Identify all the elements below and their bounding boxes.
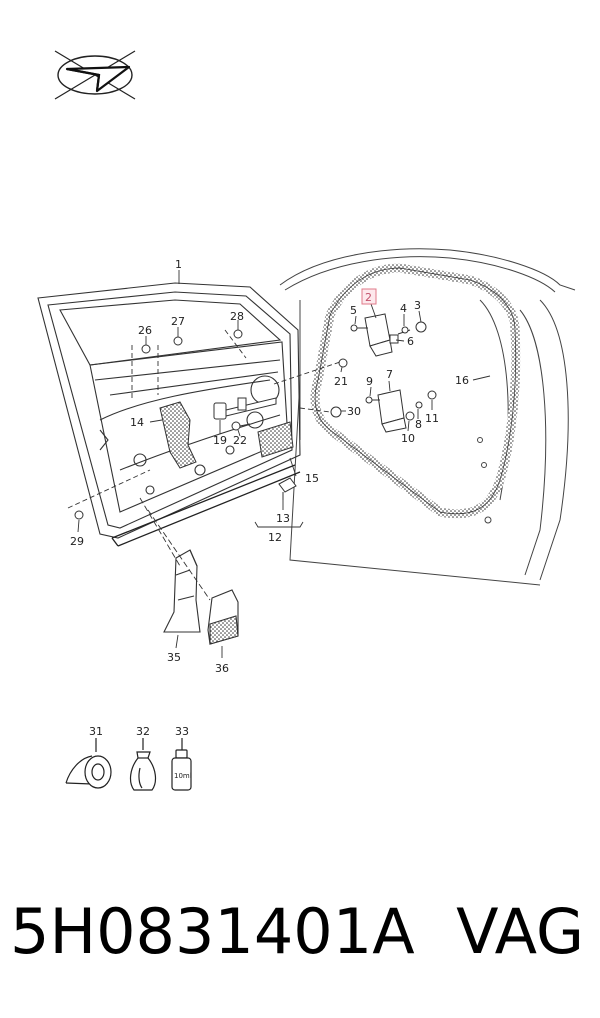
callout-13: 13 — [276, 512, 290, 525]
callout-30: 30 — [347, 405, 361, 418]
insulation-pad — [159, 401, 197, 469]
callout-15: 15 — [305, 472, 319, 485]
glue-bag — [129, 738, 157, 791]
callout-16: 16 — [455, 374, 469, 387]
upper-hinge — [350, 313, 427, 357]
callout-28: 28 — [230, 310, 244, 323]
callout-36: 36 — [215, 662, 229, 675]
brand-name: VAG — [456, 895, 584, 968]
callout-4: 4 — [400, 302, 407, 315]
callout-9: 9 — [366, 375, 373, 388]
trim-strip — [111, 464, 301, 547]
callout-26: 26 — [138, 324, 152, 337]
callout-35: 35 — [167, 651, 181, 664]
callout-11: 11 — [425, 412, 439, 425]
callout-21: 21 — [334, 375, 348, 388]
callout-22: 22 — [233, 434, 247, 447]
callout-3: 3 — [414, 299, 421, 312]
callout-14: 14 — [130, 416, 144, 429]
callout-19: 19 — [213, 434, 227, 447]
solvent-bottle: 10ml — [171, 738, 192, 791]
wedge-blocks — [163, 549, 239, 645]
crossed-plane-icon — [54, 50, 136, 100]
callout-8: 8 — [415, 418, 422, 431]
lower-hinge — [338, 358, 437, 433]
callout-27: 27 — [171, 315, 185, 328]
part-number: 5H0831401A — [10, 895, 415, 968]
callout-32: 32 — [136, 725, 150, 738]
callout-6: 6 — [407, 335, 414, 348]
callout-labels: 1 2 3 4 5 6 7 8 9 10 11 12 13 14 15 16 1… — [70, 258, 469, 738]
bottle-label: 10ml — [174, 772, 192, 780]
door-check — [213, 397, 277, 431]
callout-1: 1 — [175, 258, 182, 271]
pad-15 — [257, 421, 294, 458]
callout-33: 33 — [175, 725, 189, 738]
callout-7: 7 — [386, 368, 393, 381]
callout-12: 12 — [268, 531, 282, 544]
highlight-box — [361, 288, 377, 305]
leader-lines — [67, 270, 491, 658]
callout-31: 31 — [89, 725, 103, 738]
tape-roll — [65, 738, 112, 789]
callout-5: 5 — [350, 304, 357, 317]
callout-10: 10 — [401, 432, 415, 445]
callout-2: 2 — [365, 291, 372, 304]
small-clips — [74, 329, 342, 520]
callout-29: 29 — [70, 535, 84, 548]
